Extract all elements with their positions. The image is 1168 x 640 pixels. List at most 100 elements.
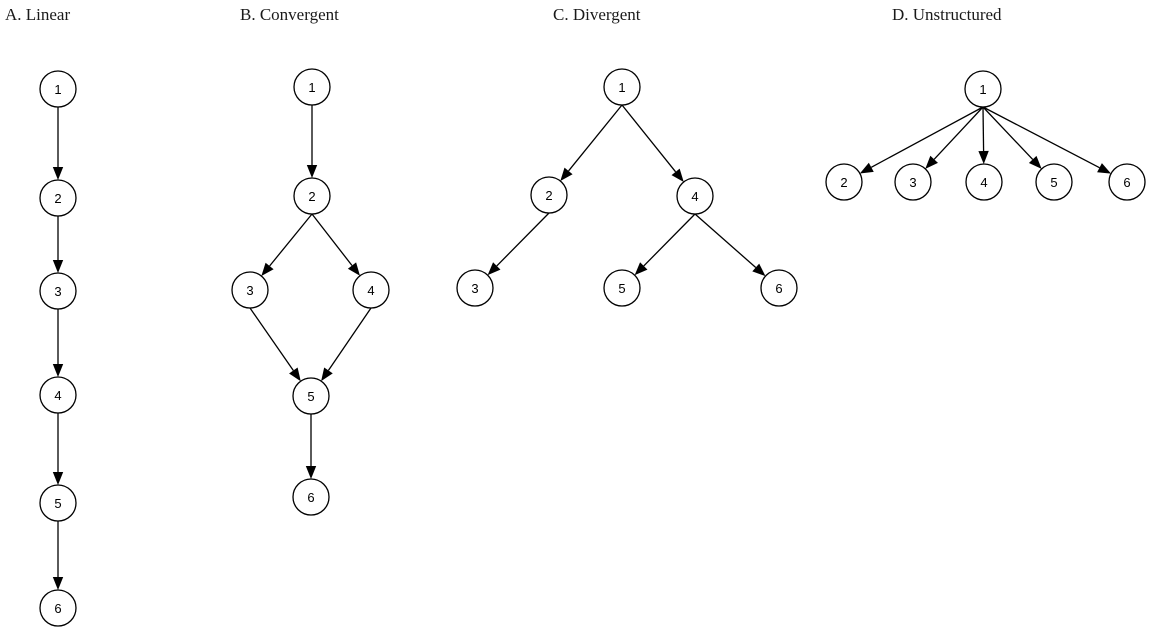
arrow-head-icon <box>261 262 274 277</box>
arrow-head-icon <box>560 167 573 182</box>
node-a-1[interactable]: 1 <box>39 70 77 108</box>
node-circle <box>292 478 330 516</box>
edge-line <box>327 307 372 371</box>
node-label: 5 <box>54 496 61 511</box>
node-a-2[interactable]: 2 <box>39 179 77 217</box>
node-b-3[interactable]: 3 <box>231 271 269 309</box>
edge-line <box>621 104 677 173</box>
arrow-head-icon <box>978 150 989 165</box>
node-circle <box>1108 163 1146 201</box>
node-label: 3 <box>909 175 916 190</box>
edge-line <box>311 213 353 266</box>
edge-line <box>982 106 985 152</box>
node-d-3[interactable]: 3 <box>894 163 932 201</box>
node-circle <box>39 179 77 217</box>
panel-label-a: A. Linear <box>5 5 70 24</box>
node-b-1[interactable]: 1 <box>293 68 331 106</box>
node-c-3[interactable]: 3 <box>456 269 494 307</box>
edge-line <box>982 106 1034 160</box>
node-d-1[interactable]: 1 <box>964 70 1002 108</box>
edge-b-2-to-4 <box>311 213 360 276</box>
node-circle <box>965 163 1003 201</box>
node-label: 6 <box>54 601 61 616</box>
node-circle <box>39 376 77 414</box>
node-label: 4 <box>54 388 61 403</box>
node-circle <box>456 269 494 307</box>
node-d-4[interactable]: 4 <box>965 163 1003 201</box>
node-circle <box>292 377 330 415</box>
edge-d-1-to-5 <box>982 106 1042 169</box>
node-a-3[interactable]: 3 <box>39 272 77 310</box>
edge-line <box>269 213 313 267</box>
arrow-head-icon <box>347 262 360 276</box>
edge-c-1-to-4 <box>621 104 684 182</box>
node-circle <box>352 271 390 309</box>
node-c-5[interactable]: 5 <box>603 269 641 307</box>
node-circle <box>1035 163 1073 201</box>
edge-line <box>496 212 550 267</box>
node-b-5[interactable]: 5 <box>292 377 330 415</box>
edge-line <box>870 106 984 168</box>
node-group: 1 2 3 4 5 6 <box>456 68 798 307</box>
node-a-5[interactable]: 5 <box>39 484 77 522</box>
edge-line <box>568 104 623 172</box>
panel-label-d: D. Unstructured <box>892 5 1002 24</box>
node-d-5[interactable]: 5 <box>1035 163 1073 201</box>
node-b-2[interactable]: 2 <box>293 177 331 215</box>
arrow-head-icon <box>305 466 317 479</box>
node-label: 5 <box>307 389 314 404</box>
edge-a-5-to-6 <box>52 521 64 590</box>
node-c-6[interactable]: 6 <box>760 269 798 307</box>
node-circle <box>894 163 932 201</box>
node-circle <box>293 177 331 215</box>
node-b-6[interactable]: 6 <box>292 478 330 516</box>
node-label: 2 <box>54 191 61 206</box>
node-group: 1 2 3 4 5 6 <box>231 68 390 516</box>
node-a-6[interactable]: 6 <box>39 589 77 627</box>
node-c-1[interactable]: 1 <box>603 68 641 106</box>
edge-group <box>487 104 766 277</box>
edge-group <box>859 106 1112 174</box>
node-label: 3 <box>471 281 478 296</box>
panel-d: D. Unstructured 1 2 3 4 5 6 <box>825 5 1146 201</box>
node-label: 2 <box>308 189 315 204</box>
node-d-6[interactable]: 6 <box>1108 163 1146 201</box>
arrow-head-icon <box>306 165 318 178</box>
edge-line <box>643 213 696 267</box>
node-circle <box>676 177 714 215</box>
edge-a-3-to-4 <box>52 309 64 377</box>
arrow-head-icon <box>52 577 64 590</box>
node-label: 1 <box>308 80 315 95</box>
node-c-2[interactable]: 2 <box>530 176 568 214</box>
node-circle <box>293 68 331 106</box>
node-d-2[interactable]: 2 <box>825 163 863 201</box>
arrow-head-icon <box>671 168 684 182</box>
edge-line <box>982 106 1100 169</box>
arrow-head-icon <box>52 364 64 377</box>
node-a-4[interactable]: 4 <box>39 376 77 414</box>
node-circle <box>530 176 568 214</box>
edge-b-2-to-3 <box>261 213 313 277</box>
edge-b-5-to-6 <box>305 414 317 479</box>
arrow-head-icon <box>487 262 501 276</box>
edge-c-4-to-6 <box>694 213 766 277</box>
panel-a: A. Linear 1 2 3 4 5 6 <box>5 5 77 627</box>
edge-group <box>249 105 372 479</box>
edge-a-2-to-3 <box>52 216 64 273</box>
edge-b-3-to-5 <box>249 307 301 382</box>
edge-d-1-to-6 <box>982 106 1112 174</box>
node-label: 5 <box>1050 175 1057 190</box>
node-circle <box>39 272 77 310</box>
node-label: 1 <box>618 80 625 95</box>
node-label: 3 <box>246 283 253 298</box>
arrow-head-icon <box>52 167 64 180</box>
node-label: 4 <box>980 175 987 190</box>
node-b-4[interactable]: 4 <box>352 271 390 309</box>
node-label: 1 <box>54 82 61 97</box>
edge-a-4-to-5 <box>52 413 64 485</box>
node-c-4[interactable]: 4 <box>676 177 714 215</box>
